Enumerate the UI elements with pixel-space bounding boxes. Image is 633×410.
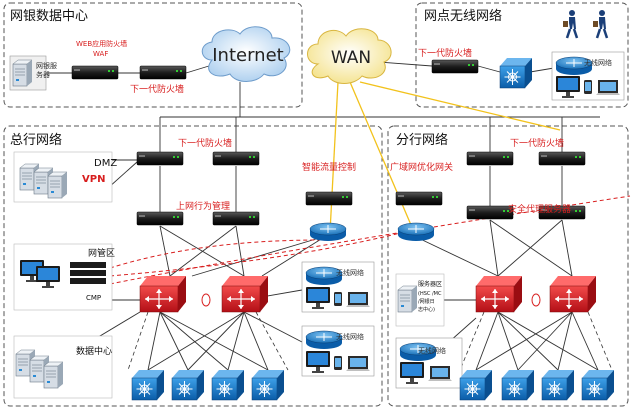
traffic-control-label: 智能流量控制	[302, 161, 356, 173]
laptop-icon	[596, 80, 620, 95]
internet-label: Internet	[212, 45, 283, 66]
hq-core-switch-1	[139, 275, 187, 313]
branch-title: 分行网络	[396, 132, 448, 148]
phone-icon	[584, 80, 592, 94]
branch-ngfw-2	[538, 151, 586, 166]
branch-access-switch	[581, 369, 615, 401]
hq-title: 总行网络	[10, 132, 62, 148]
branch-ngfw-1	[466, 151, 514, 166]
hq-datacenter-zone: 数据中心	[13, 335, 113, 399]
hq-access-switch	[131, 369, 165, 401]
branch-core-switch-1	[475, 275, 523, 313]
wan-optimizer-label: 广域网优化网关	[390, 161, 453, 173]
waf-sub-label: WAF	[93, 50, 108, 58]
person-icon	[561, 8, 579, 40]
branch-access-switch	[501, 369, 535, 401]
hq-wireless-zone-2: 无线网络	[301, 325, 375, 377]
network-management-zone: 网管区 CMP	[13, 243, 115, 311]
waf-label: WEB应用防火墙	[76, 39, 127, 48]
branch-wireless-ngfw	[431, 59, 479, 74]
netmgmt-label: 网管区	[88, 247, 115, 259]
branch-ngfw-label: 下一代防火墙	[510, 137, 564, 149]
wan-cloud: WAN	[307, 28, 392, 84]
vpn-label: VPN	[82, 174, 105, 185]
server-area-label-4: 志中心)	[418, 306, 435, 313]
branch-server-zone: 服务器区 (HSC /MC /网银日 志中心)	[395, 273, 445, 327]
hq-router	[309, 222, 347, 242]
branch-wireless-zone-label: 无线网络	[418, 346, 446, 355]
datacenter-server: 网银服 务器	[9, 55, 57, 91]
branch-access-switch	[459, 369, 493, 401]
datacenter-server-label-2: 务器	[36, 70, 50, 79]
branch-wireless-switch	[499, 57, 533, 89]
hq-datacenter-label: 数据中心	[76, 345, 112, 357]
branch-region-box	[387, 125, 629, 407]
server-area-label-3: /网银日	[418, 298, 435, 305]
hq-wireless-zone-1: 无线网络	[301, 261, 375, 313]
branch-access-switch	[541, 369, 575, 401]
hq-ngfw-label: 下一代防火墙	[178, 137, 232, 149]
behavior-mgmt-2	[212, 211, 260, 226]
branch-wireless-region-box	[415, 2, 629, 108]
traffic-control-device	[305, 191, 353, 206]
branch-wireless-ngfw-label: 下一代防火墙	[418, 47, 472, 59]
datacenter-title: 网银数据中心	[10, 9, 88, 24]
dmz-label: DMZ	[94, 158, 117, 169]
branch-wireless-zone: 无线网络	[395, 337, 463, 389]
hq-access-switch	[171, 369, 205, 401]
wan-label: WAN	[331, 48, 371, 68]
branch-wireless-label: 无线网络	[584, 58, 612, 67]
hq-wireless-label-2: 无线网络	[336, 332, 364, 341]
hq-ngfw-2	[212, 151, 260, 166]
wired-links	[40, 61, 600, 371]
datacenter-ngfw	[139, 65, 187, 80]
hq-ngfw-1	[136, 151, 184, 166]
branch-router	[397, 222, 435, 242]
dmz-zone: DMZ VPN	[13, 151, 117, 203]
waf-firewall	[71, 65, 119, 80]
behavior-mgmt-1	[136, 211, 184, 226]
wan-optimizer	[395, 191, 443, 206]
hq-access-switch	[211, 369, 245, 401]
hq-wireless-label-1: 无线网络	[336, 268, 364, 277]
cmp-label: CMP	[86, 294, 101, 302]
hq-core-switch-2	[221, 275, 269, 313]
internet-cloud: Internet	[201, 26, 291, 82]
management-links	[109, 195, 631, 285]
branch-core-switch-2	[549, 275, 597, 313]
proxy-label: 安全代理服务器	[508, 203, 571, 215]
person-icon	[591, 8, 609, 40]
datacenter-ngfw-label: 下一代防火墙	[130, 83, 184, 95]
server-area-label: 服务器区	[418, 280, 442, 288]
wan-links	[329, 81, 561, 233]
behavior-mgmt-label: 上网行为管理	[176, 200, 230, 212]
datacenter-server-label: 网银服	[36, 61, 57, 70]
hq-region-box	[3, 125, 383, 407]
hq-core-link	[201, 293, 211, 307]
branch-wireless-title: 网点无线网络	[424, 8, 502, 24]
proxy-server-1	[466, 205, 514, 220]
datacenter-region-box	[3, 2, 303, 108]
dashed-links	[127, 311, 613, 371]
hq-access-switch	[251, 369, 285, 401]
branch-core-link	[531, 293, 541, 307]
server-area-label-2: (HSC /MC	[418, 291, 442, 297]
